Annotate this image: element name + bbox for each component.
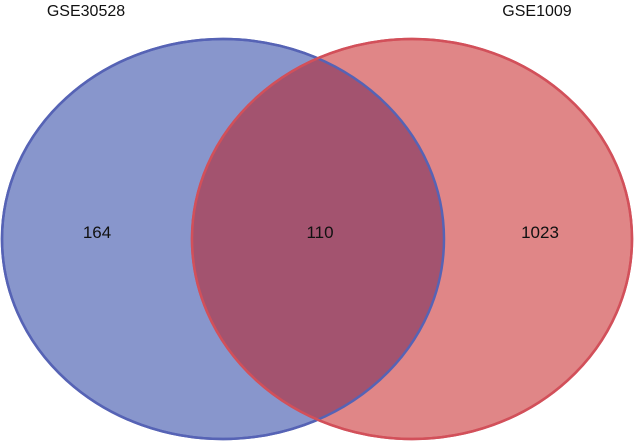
set-label-gse30528: GSE30528 [47,3,125,20]
count-only-gse1009: 1023 [521,223,559,242]
set-outline-gse30528 [0,37,446,441]
count-only-gse30528: 164 [83,223,111,242]
set-label-gse1009: GSE1009 [502,3,571,20]
overlap-region [192,39,444,439]
set-outline-gse1009 [190,37,634,441]
count-overlap: 110 [306,223,333,242]
